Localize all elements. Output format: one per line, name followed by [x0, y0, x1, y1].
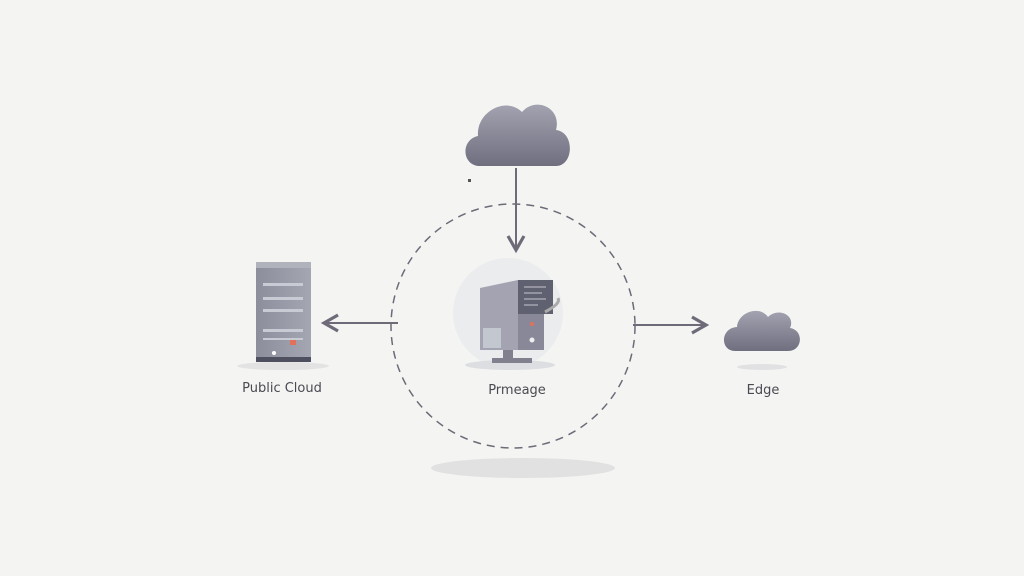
premise-label: Prmeage — [488, 383, 546, 398]
server-tower-icon — [237, 262, 329, 370]
edge-label: Edge — [746, 383, 780, 398]
public-cloud-label: Public Cloud — [242, 381, 322, 396]
shadow — [431, 458, 615, 478]
edge-cloud-icon — [723, 310, 800, 370]
premise-computer-icon — [453, 258, 563, 370]
top-cloud-icon — [465, 104, 570, 182]
